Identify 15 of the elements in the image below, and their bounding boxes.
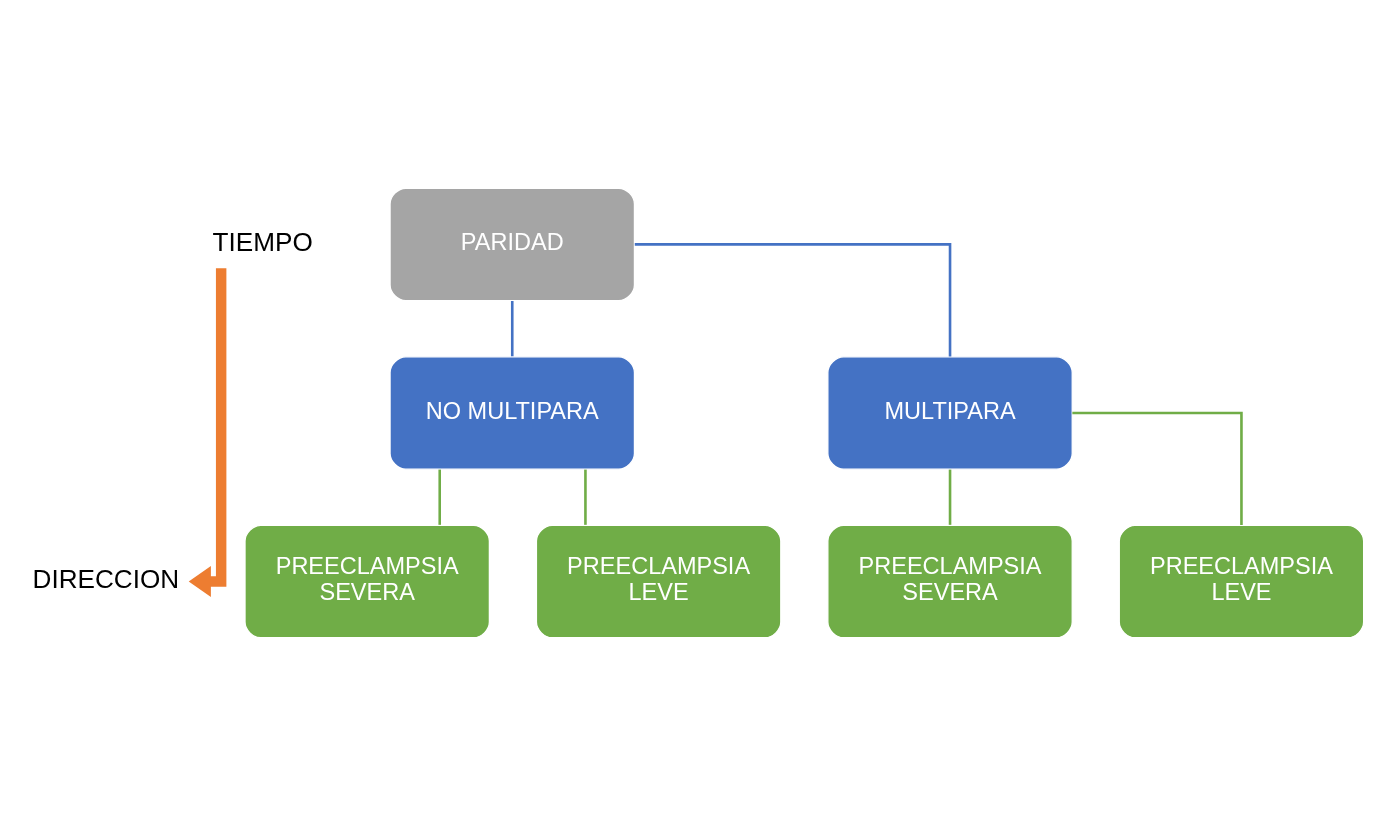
connector	[634, 242, 952, 356]
node-box: PREECLAMPSIA SEVERA	[244, 524, 491, 638]
connector	[438, 469, 442, 525]
label: TIEMPO	[212, 226, 313, 257]
node-box: PREECLAMPSIA LEVE	[535, 524, 782, 638]
connector	[510, 300, 514, 356]
connector	[584, 469, 587, 525]
node-box: NO MULTIPARA	[389, 355, 636, 470]
label: DIRECCION	[32, 563, 180, 594]
node-box: MULTIPARA	[827, 355, 1073, 470]
connector	[1072, 411, 1243, 525]
connector	[948, 469, 952, 525]
node-box: PREECLAMPSIA SEVERA	[827, 524, 1073, 638]
node-box: PARIDAD	[389, 187, 636, 301]
node-box: PREECLAMPSIA LEVE	[1118, 524, 1365, 638]
